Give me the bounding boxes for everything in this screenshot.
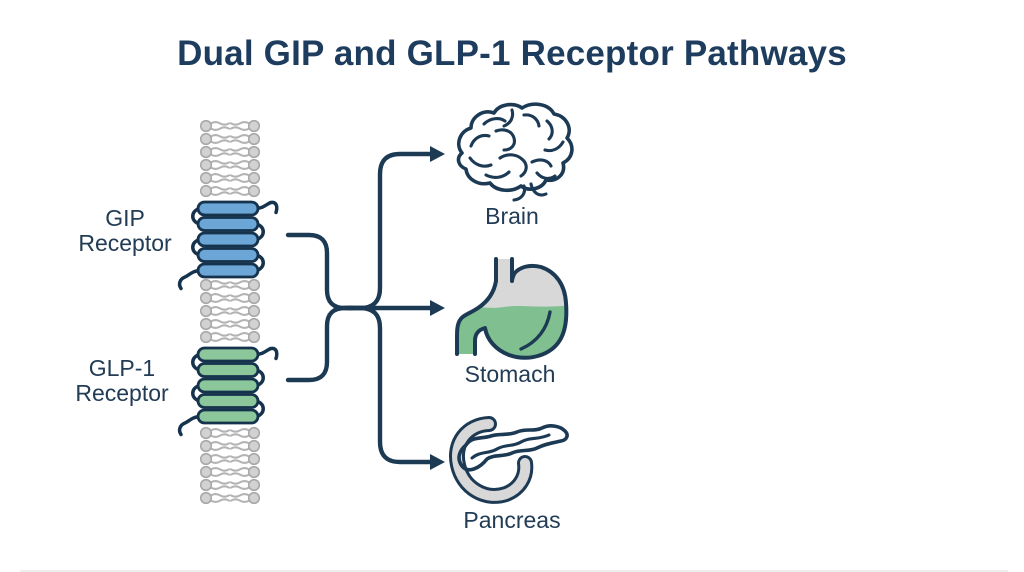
pancreas-icon	[449, 416, 569, 504]
gip-receptor-label-line2: Receptor	[78, 230, 172, 256]
brain-icon	[456, 102, 574, 202]
stomach-icon	[455, 257, 569, 360]
pancreas-label: Pancreas	[463, 507, 561, 533]
arrow-to-pancreas	[345, 305, 433, 465]
lipid-bilayer-middle	[199, 278, 261, 344]
pathway-arrows	[285, 146, 445, 470]
glp1-receptor-label: GLP-1 Receptor	[32, 356, 212, 406]
gip-connector-line	[285, 232, 355, 311]
gip-receptor-label-line1: GIP	[105, 205, 145, 231]
lipid-bilayer-top	[199, 119, 261, 198]
arrow-to-brain	[345, 151, 433, 311]
glp1-receptor-label-line1: GLP-1	[88, 355, 156, 381]
arrowhead-stomach	[430, 300, 445, 316]
glp1-connector-line	[285, 305, 355, 383]
cell-membrane-icon	[177, 119, 279, 505]
lipid-bilayer-bottom	[199, 426, 261, 505]
stomach-label: Stomach	[464, 361, 556, 387]
arrowhead-pancreas	[430, 454, 445, 470]
diagram-title: Dual GIP and GLP-1 Receptor Pathways	[177, 34, 847, 73]
bottom-edge-line	[20, 570, 1008, 572]
brain-label: Brain	[485, 203, 539, 229]
gip-receptor-label: GIP Receptor	[35, 206, 215, 256]
glp1-receptor-label-line2: Receptor	[75, 380, 169, 406]
arrowhead-brain	[430, 146, 445, 162]
